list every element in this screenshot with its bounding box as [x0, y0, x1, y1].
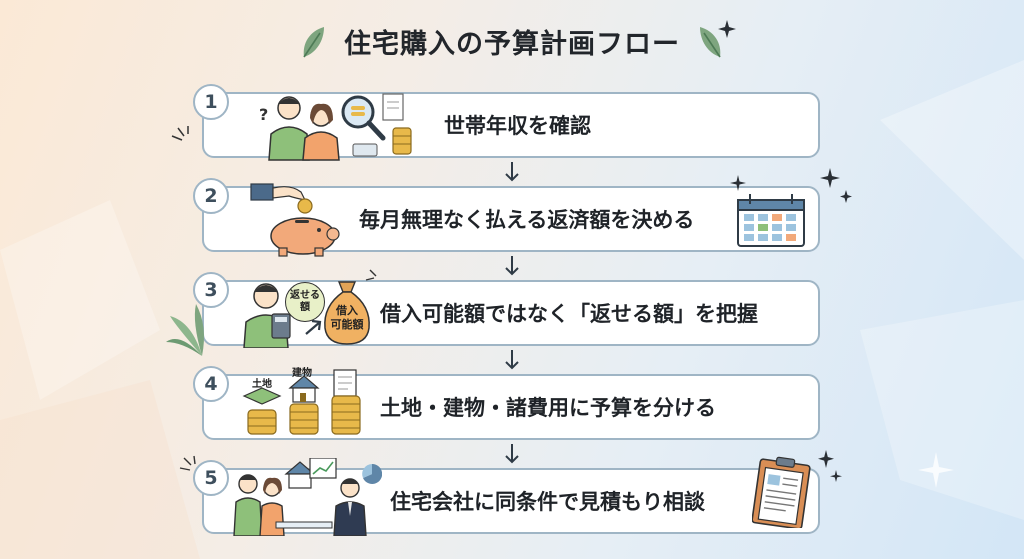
pie-chart-icon	[363, 463, 382, 484]
title-row: 住宅購入の予算計画フロー	[0, 22, 1024, 61]
money-bag-icon	[324, 281, 370, 345]
arrow-icon	[305, 319, 322, 335]
step-number: 1	[193, 84, 229, 120]
step-4-illustration	[242, 369, 361, 435]
step-1-illustration: ?	[259, 93, 412, 161]
step-label: 土地・建物・諸費用に予算を分ける	[380, 396, 716, 420]
step-label: 世帯年収を確認	[444, 114, 591, 138]
return-amount-badge: 返せる 額	[285, 282, 325, 322]
clipboard-icon	[752, 456, 811, 528]
down-arrow-icon	[505, 162, 519, 182]
sparkle-icon	[730, 175, 746, 191]
accent-lines	[365, 269, 377, 281]
page-title: 住宅購入の予算計画フロー	[344, 29, 680, 60]
sparkle-icon	[718, 20, 736, 38]
coin-stack-icon	[247, 409, 277, 435]
piggy-bank-icon	[250, 183, 340, 257]
sparkle-icon	[818, 450, 842, 482]
svg-text:?: ?	[259, 105, 268, 124]
down-arrow-icon	[505, 350, 519, 370]
accent-lines	[171, 126, 189, 141]
house-icon	[284, 461, 316, 489]
sparkle-icon	[820, 168, 852, 203]
magnifier-icon	[341, 95, 386, 141]
leaf-icon	[303, 26, 324, 57]
chart-icon	[309, 458, 337, 479]
leaf-icon	[700, 26, 721, 57]
step-5-illustration	[233, 458, 382, 536]
house-icon	[288, 375, 320, 403]
down-arrow-icon	[505, 444, 519, 464]
borrow-amount-label: 借入 可能額	[330, 304, 364, 331]
coin-stack-icon	[392, 127, 412, 155]
step-number: 3	[193, 272, 229, 308]
step-number: 4	[193, 366, 229, 402]
step-number: 5	[193, 460, 229, 496]
building-tag: 建物	[292, 368, 312, 379]
step-number: 2	[193, 178, 229, 214]
sparkle-icon	[918, 452, 954, 488]
document-icon	[382, 93, 404, 121]
leaf-icon	[166, 304, 204, 356]
step-label: 借入可能額ではなく「返せる額」を把握	[380, 302, 758, 326]
accent-lines	[179, 455, 196, 471]
land-tag: 土地	[252, 379, 272, 390]
document-icon	[333, 369, 357, 397]
coin-stack-icon	[331, 395, 361, 435]
step-label: 毎月無理なく払える返済額を決める	[359, 208, 695, 232]
step-label: 住宅会社に同条件で見積もり相談	[390, 490, 705, 514]
step-3-person	[243, 283, 291, 348]
down-arrow-icon	[505, 256, 519, 276]
coin-stack-icon	[289, 403, 319, 435]
calendar-icon	[737, 194, 805, 247]
